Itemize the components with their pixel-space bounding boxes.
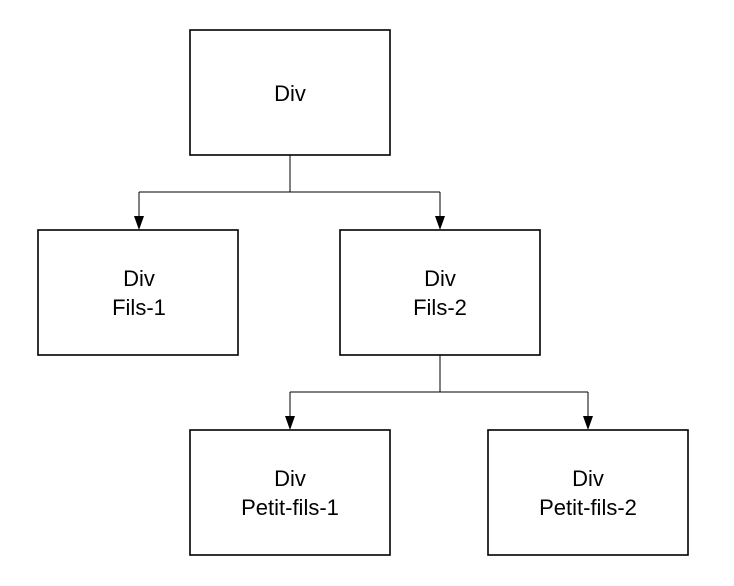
- node-child2-label-line2: Fils-2: [413, 295, 467, 320]
- node-child2: Div Fils-2: [339, 229, 541, 356]
- node-root-label: Div: [274, 81, 306, 106]
- node-grandchild2-label-line2: Petit-fils-2: [539, 495, 637, 520]
- node-grandchild2: Div Petit-fils-2: [487, 429, 689, 556]
- node-child1-box: [37, 229, 239, 356]
- arrowhead-child2: [435, 216, 445, 230]
- connector-root-children: [134, 155, 445, 230]
- node-grandchild2-box: [487, 429, 689, 556]
- node-root: Div: [189, 29, 391, 156]
- arrowhead-grandchild2: [583, 416, 593, 430]
- node-grandchild1-label-line2: Petit-fils-1: [241, 495, 339, 520]
- node-root-box: [189, 29, 391, 156]
- connector-child2-grandchildren: [285, 355, 593, 430]
- node-grandchild1: Div Petit-fils-1: [189, 429, 391, 556]
- node-child2-box: [339, 229, 541, 356]
- node-child1-label-line1: Div: [123, 266, 155, 291]
- node-child1: Div Fils-1: [37, 229, 239, 356]
- node-grandchild1-label-line1: Div: [274, 466, 306, 491]
- arrowhead-child1: [134, 216, 144, 230]
- node-grandchild1-box: [189, 429, 391, 556]
- node-child2-label-line1: Div: [424, 266, 456, 291]
- node-grandchild2-label-line1: Div: [572, 466, 604, 491]
- node-child1-label-line2: Fils-1: [112, 295, 166, 320]
- arrowhead-grandchild1: [285, 416, 295, 430]
